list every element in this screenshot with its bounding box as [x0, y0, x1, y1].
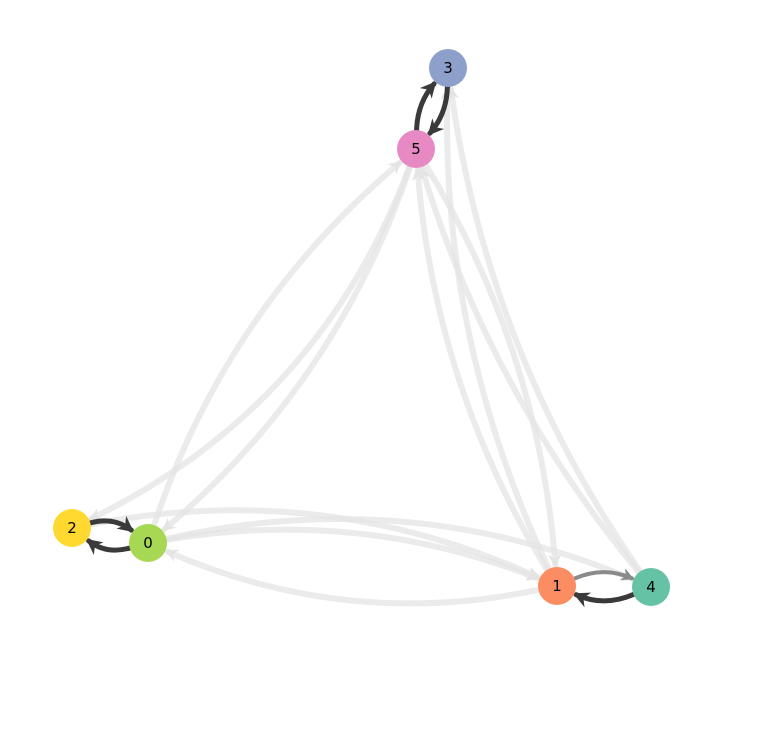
node-2-circle — [53, 509, 91, 547]
node-4: 4 — [632, 568, 670, 606]
edge-0-to-4 — [163, 515, 635, 582]
edge-3-to-5 — [427, 84, 450, 136]
edge-5-to-2 — [87, 163, 413, 522]
edge-1-to-3 — [440, 85, 552, 572]
node-1-label: 1 — [552, 577, 562, 595]
node-5-label: 5 — [411, 140, 421, 158]
node-2: 2 — [53, 509, 91, 547]
nodes-layer: 0 1 2 3 4 5 — [53, 49, 670, 606]
node-0-circle — [129, 524, 167, 562]
edge-2-to-0 — [87, 515, 134, 533]
node-3-circle — [429, 49, 467, 87]
edge-2-to-1 — [87, 507, 541, 581]
node-4-circle — [632, 568, 670, 606]
node-3-label: 3 — [443, 59, 453, 77]
node-3: 3 — [429, 49, 467, 87]
node-5-circle — [397, 130, 435, 168]
edge-4-to-3 — [445, 85, 644, 575]
edge-5-to-0 — [161, 164, 413, 533]
edge-4-to-5 — [418, 166, 642, 576]
node-2-label: 2 — [67, 519, 77, 537]
edge-0-to-1 — [163, 526, 541, 582]
node-0: 0 — [129, 524, 167, 562]
edge-4-to-1 — [573, 591, 637, 608]
edge-5-to-3 — [414, 81, 437, 133]
edge-0-to-2 — [86, 538, 133, 556]
node-4-label: 4 — [646, 578, 656, 596]
edge-1-to-5 — [411, 166, 551, 573]
node-1: 1 — [538, 567, 576, 605]
edge-0-to-5 — [151, 159, 403, 528]
node-5: 5 — [397, 130, 435, 168]
edges-layer — [86, 81, 644, 608]
node-1-circle — [538, 567, 576, 605]
edge-1-to-4 — [572, 568, 635, 581]
node-0-label: 0 — [143, 534, 153, 552]
edge-1-to-0 — [164, 548, 542, 607]
edge-5-to-1 — [422, 162, 562, 569]
